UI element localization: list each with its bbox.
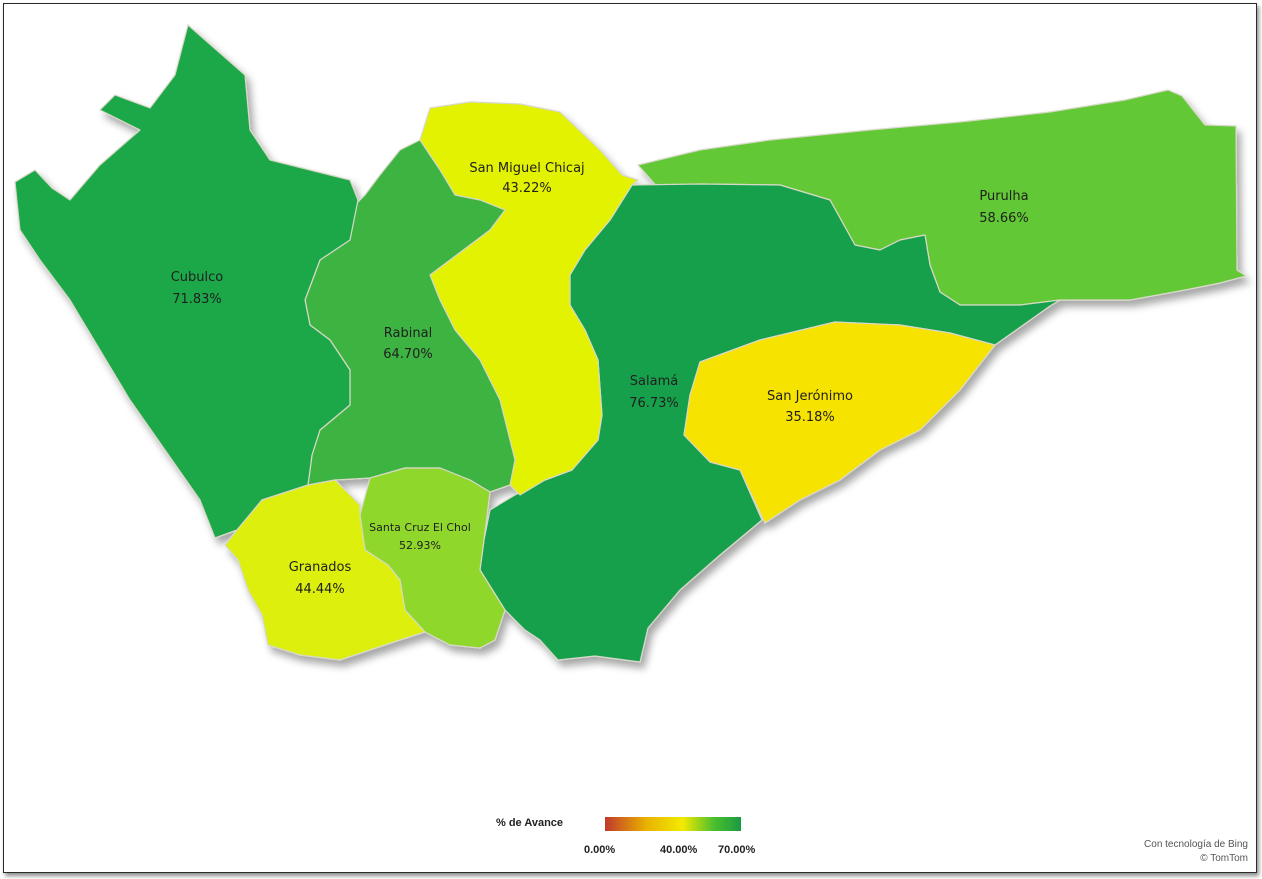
credit-bing: Con tecnología de Bing — [1144, 839, 1248, 850]
region-cubulco[interactable] — [14, 24, 359, 539]
label-san-miguel-chicaj: San Miguel Chicaj — [469, 161, 584, 176]
label-granados: Granados — [289, 560, 352, 575]
value-rabinal: 64.70% — [383, 347, 433, 362]
map-credits: Con tecnología de Bing © TomTom — [1144, 838, 1248, 866]
legend-color-scale — [605, 817, 741, 831]
value-purulha: 58.66% — [979, 211, 1029, 226]
credit-tomtom: © TomTom — [1200, 853, 1248, 864]
label-santa-cruz-el-chol: Santa Cruz El Chol — [369, 521, 471, 534]
value-granados: 44.44% — [295, 582, 345, 597]
region-granados[interactable] — [224, 479, 426, 661]
value-santa-cruz-el-chol: 52.93% — [399, 539, 441, 552]
region-san-jeronimo[interactable] — [683, 321, 996, 524]
legend-tick-max: 70.00% — [718, 844, 756, 856]
value-san-miguel-chicaj: 43.22% — [502, 181, 552, 196]
label-cubulco: Cubulco — [171, 270, 224, 285]
label-purulha: Purulha — [979, 189, 1028, 204]
legend-title: % de Avance — [496, 817, 564, 829]
label-rabinal: Rabinal — [384, 326, 432, 341]
value-cubulco: 71.83% — [172, 292, 222, 307]
label-salama: Salamá — [630, 374, 678, 389]
label-san-jeronimo: San Jerónimo — [767, 389, 853, 404]
value-salama: 76.73% — [629, 396, 679, 411]
value-san-jeronimo: 35.18% — [785, 410, 835, 425]
legend-tick-min: 0.00% — [584, 844, 616, 856]
legend-tick-mid: 40.00% — [660, 844, 698, 856]
